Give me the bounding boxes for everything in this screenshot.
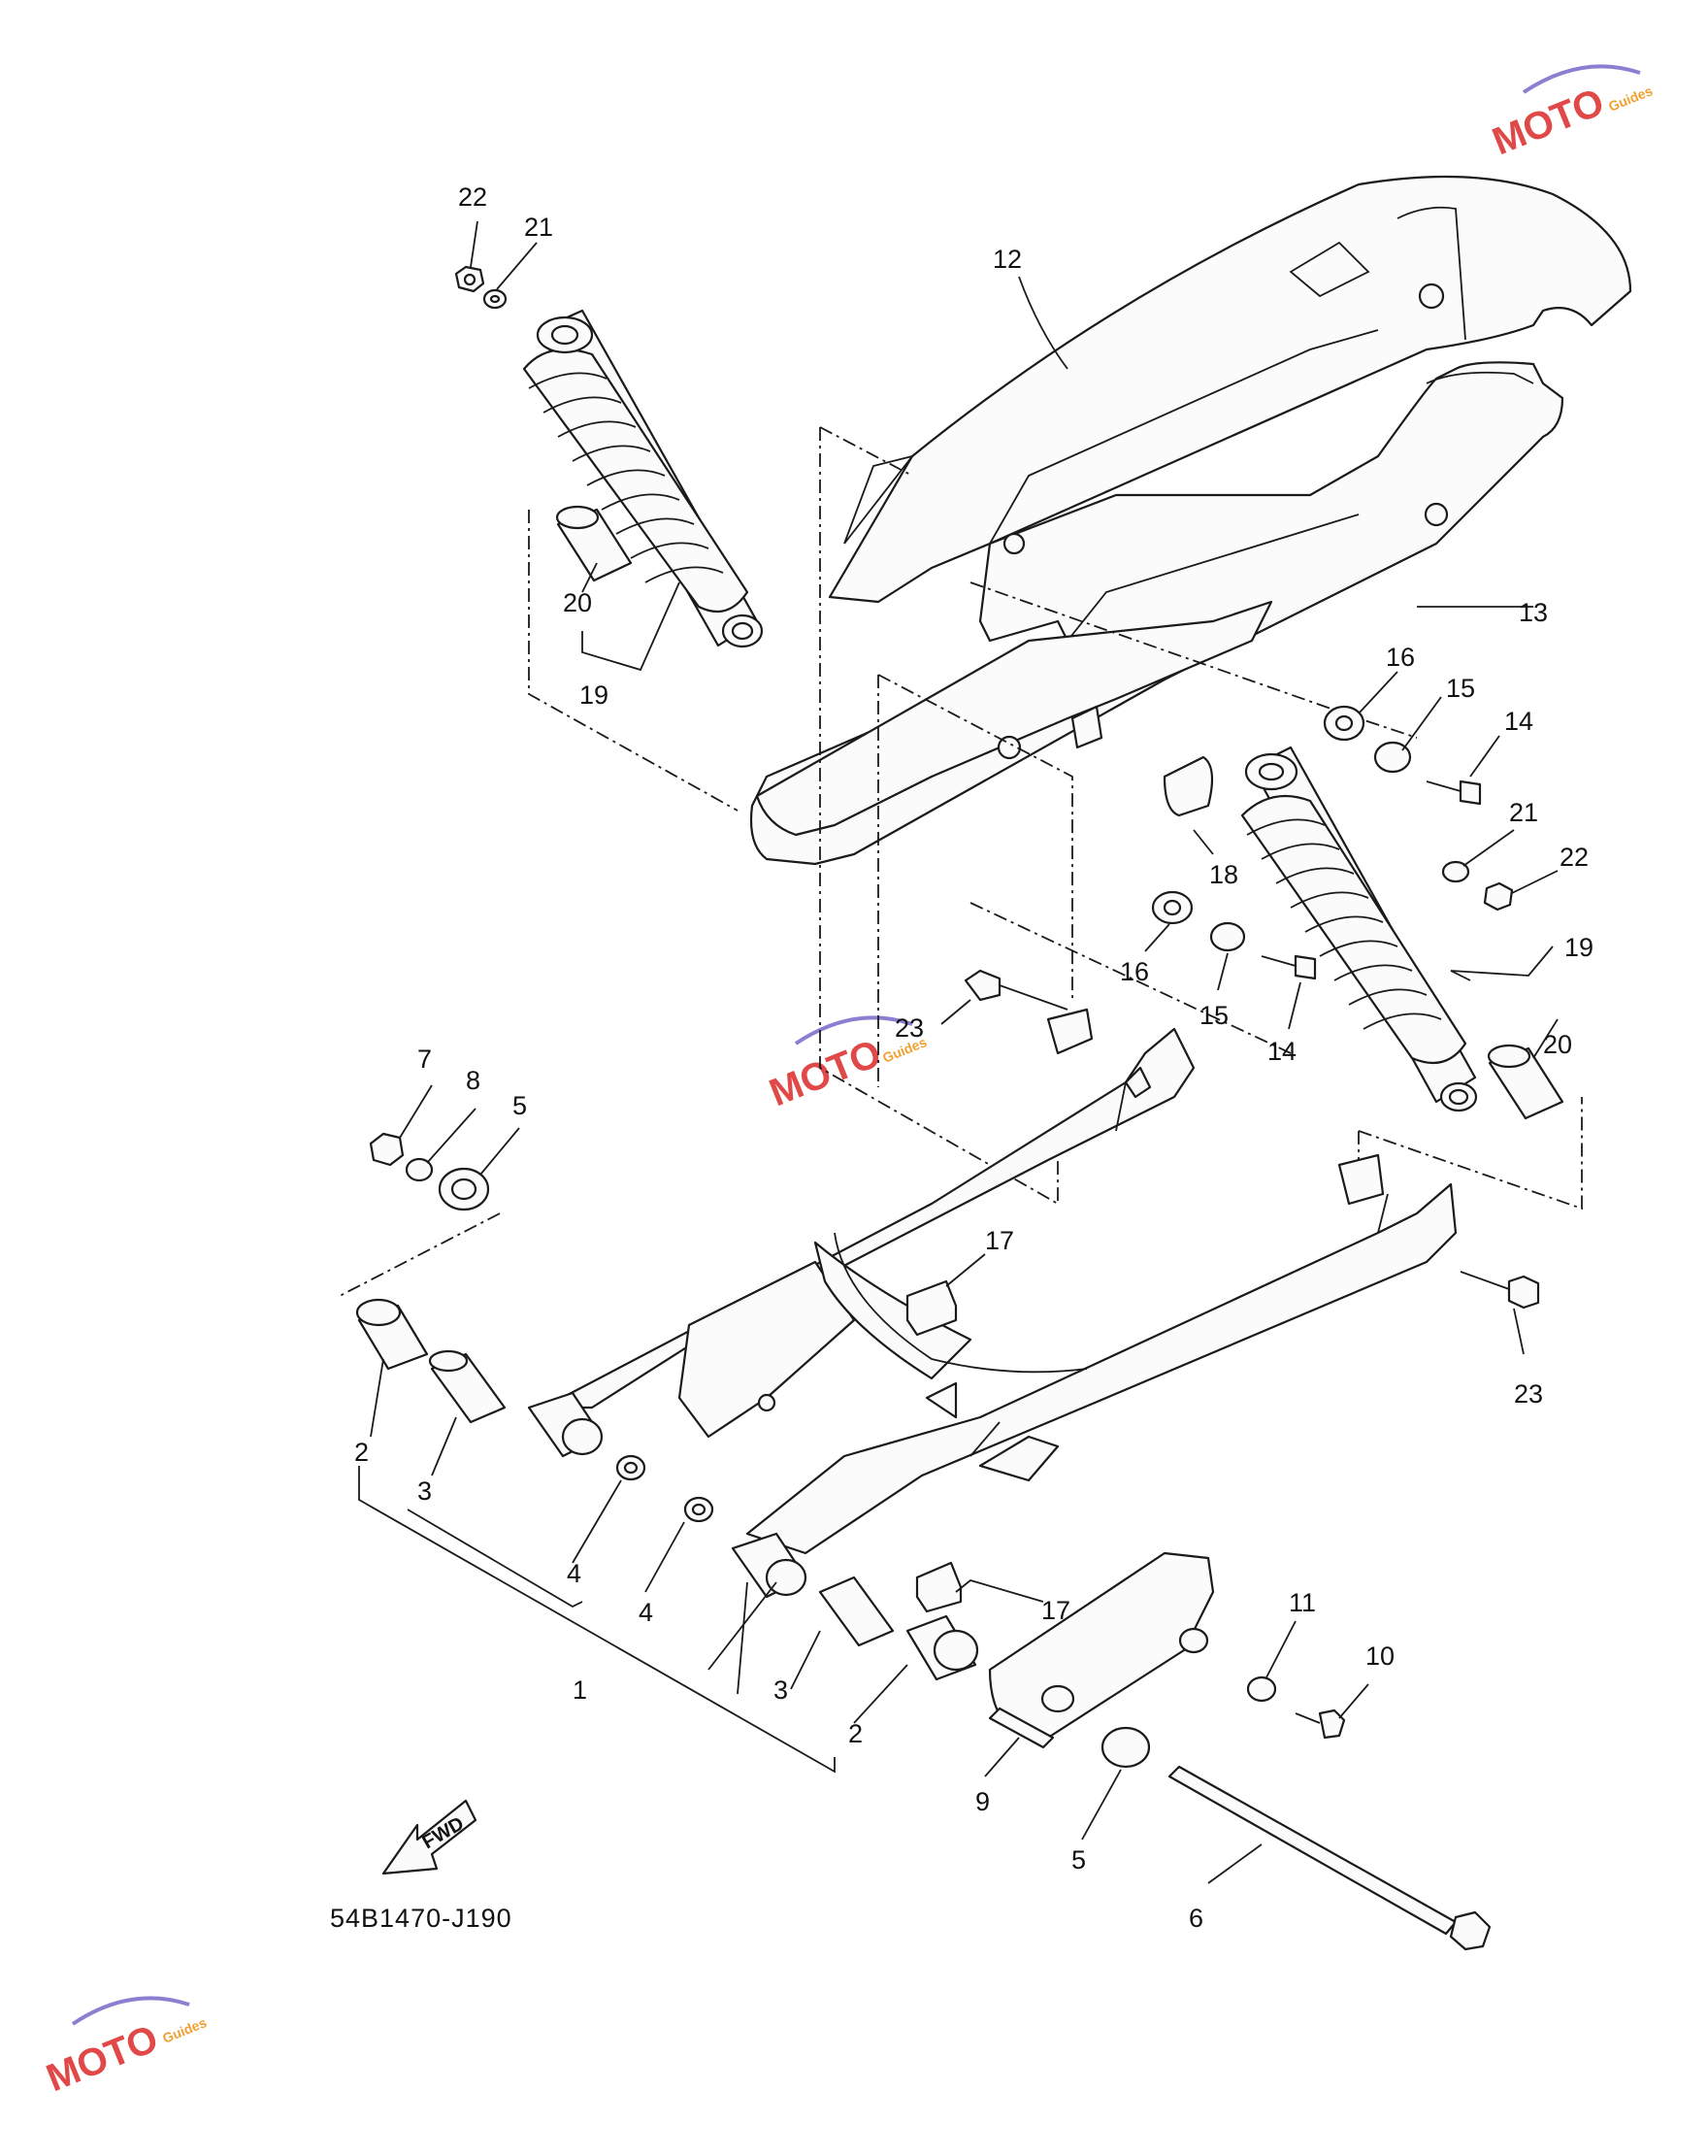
pivot-bushing-3-left [428,1349,507,1424]
bolt-10 [1295,1708,1346,1740]
collar-11 [1246,1675,1277,1703]
callout-15-lower: 15 [1199,1001,1229,1030]
callout-10: 10 [1365,1642,1395,1671]
diagram-code: 54B1470-J190 [330,1904,512,1933]
callout-3-left: 3 [417,1476,432,1506]
watermark-main-text: MOTO [1487,81,1610,163]
callout-21-right: 21 [1509,798,1538,827]
pivot-washer-4-a [615,1454,646,1481]
callout-14-lower: 14 [1267,1037,1297,1066]
seal-5-right [1100,1726,1151,1769]
leader-lines [358,220,1559,1884]
callout-5-right: 5 [1071,1845,1086,1874]
callout-23-right: 23 [1514,1379,1543,1409]
callout-13: 13 [1519,598,1548,627]
chain-guide-17-upper [905,1279,958,1337]
collar-20-right [1487,1044,1564,1120]
callout-5-left: 5 [512,1091,527,1120]
chain-slider-9 [988,1551,1215,1749]
callout-3-right: 3 [773,1675,788,1705]
callout-18: 18 [1209,860,1238,889]
collar-15-upper [1373,741,1412,774]
dashed-leader-box-left [528,510,739,812]
pivot-boss-left [527,1391,604,1458]
callout-16-upper: 16 [1386,643,1415,672]
callout-23-upper: 23 [895,1013,924,1043]
chain-guide-17-lower [915,1561,963,1613]
bushing-16-upper [1323,705,1365,742]
callout-20-left: 20 [563,588,592,617]
pivot-collar-2-left [355,1298,429,1371]
callout-15-upper: 15 [1446,674,1475,703]
pivot-shaft-6 [1167,1765,1492,1951]
callout-8: 8 [466,1066,480,1095]
callout-12: 12 [993,245,1022,274]
dashed-leader-bolt-centre [969,902,1292,1054]
callout-7: 7 [417,1045,432,1074]
callout-1: 1 [573,1675,587,1705]
watermark-main-text: MOTO [41,2017,164,2100]
fwd-direction-arrow: FWD [381,1799,477,1875]
bushing-16-lower [1151,890,1194,925]
pivot-bushing-3-right [818,1576,895,1647]
callout-17-upper: 17 [985,1226,1014,1255]
dashed-leader-box-right [1358,1097,1583,1211]
callout-9: 9 [975,1787,990,1816]
dashed-leader-bolt23 [969,581,1418,739]
collar-15-lower [1209,921,1246,952]
washer-21-top-left [482,288,508,310]
bolt-23-right [1460,1271,1540,1310]
callout-17-lower: 17 [1041,1596,1070,1625]
callout-labels: 22 21 12 13 16 15 14 21 22 18 16 15 14 1… [354,182,1593,1933]
shock-spring-right [1240,794,1467,1065]
callout-22-top: 22 [458,182,487,212]
swingarm [542,1008,1458,1555]
left-shock-absorber [522,309,764,648]
chain-case-upper [828,175,1632,604]
chain-guide-18 [1163,755,1214,817]
callout-21-top: 21 [524,213,553,242]
callout-4-a: 4 [567,1559,581,1588]
shock-spring-left [522,348,749,614]
callout-2-left: 2 [354,1438,369,1467]
dashed-leader-box-bottom-left [339,1212,501,1297]
watermark-sub-text: Guides [1606,83,1655,115]
pivot-washer-4-b [683,1496,714,1523]
nut-22-right [1483,881,1514,912]
chain-guard [755,600,1273,837]
bolt-14-lower [1261,954,1317,980]
callout-4-b: 4 [639,1598,653,1627]
watermark-top-right: MOTO Guides [1487,64,1655,163]
bolt-23-upper [964,969,1068,1011]
nut-7 [369,1132,405,1167]
callout-20-right: 20 [1543,1030,1572,1059]
seal-5-left [438,1167,490,1211]
callout-11: 11 [1289,1588,1316,1617]
callout-22-right: 22 [1560,843,1589,872]
right-shock-absorber [1240,746,1478,1112]
pivot-boss-right [731,1532,807,1599]
watermark-sub-text: Guides [160,2014,209,2046]
pivot-collar-2-right [905,1614,979,1681]
washer-8 [405,1157,434,1182]
callout-6: 6 [1189,1904,1203,1933]
bolt-14-upper [1426,779,1482,806]
collar-20-left [555,505,633,582]
callout-16-lower: 16 [1120,957,1149,986]
callout-19-left: 19 [579,680,608,710]
washer-21-right [1441,860,1470,883]
callout-14-upper: 14 [1504,707,1533,736]
watermark-main-text: MOTO [764,1032,887,1114]
callout-19-right: 19 [1564,933,1593,962]
callout-2-right: 2 [848,1719,863,1748]
nut-22-top-left [454,265,485,293]
watermark-bottom-left: MOTO Guides [41,1996,209,2100]
